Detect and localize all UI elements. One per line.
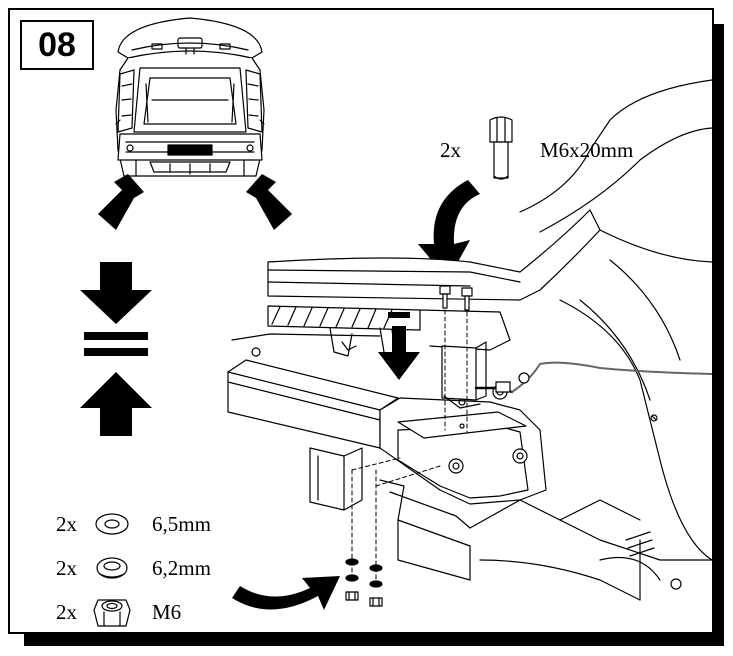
spring-washer-icon bbox=[96, 557, 128, 579]
bolt-spec: M6x20mm bbox=[540, 138, 634, 162]
push-arrow-bar-icon bbox=[388, 312, 410, 318]
arrow-right-icon bbox=[246, 174, 292, 230]
curved-arrow-down-icon bbox=[418, 180, 480, 280]
tow-bar-assembly-illustration bbox=[227, 79, 712, 607]
hardware-spec-2: 6,2mm bbox=[152, 556, 211, 580]
bolt-m6-icon bbox=[489, 116, 513, 180]
hardware-spec-3: M6 bbox=[152, 600, 182, 624]
flat-washer-icon bbox=[95, 513, 129, 535]
step-number: 08 bbox=[38, 25, 76, 64]
hardware-stack-left-icon bbox=[345, 558, 359, 601]
hardware-stack-right-icon bbox=[369, 564, 383, 607]
curved-arrow-right-icon bbox=[232, 576, 340, 610]
step-number-badge: 08 bbox=[20, 20, 94, 70]
bolt-pair-icon bbox=[439, 285, 473, 311]
hardware-qty-3: 2x bbox=[56, 600, 77, 624]
arrow-left-icon bbox=[98, 174, 144, 230]
bolt-qty: 2x bbox=[440, 138, 461, 162]
hex-nut-icon bbox=[93, 599, 131, 627]
push-arrow-down-icon bbox=[378, 326, 420, 380]
hardware-spec-1: 6,5mm bbox=[152, 512, 211, 536]
car-rear-view-icon bbox=[115, 17, 265, 177]
hardware-qty-2: 2x bbox=[56, 556, 77, 580]
hardware-qty-1: 2x bbox=[56, 512, 77, 536]
compress-symbol-icon bbox=[80, 262, 152, 436]
